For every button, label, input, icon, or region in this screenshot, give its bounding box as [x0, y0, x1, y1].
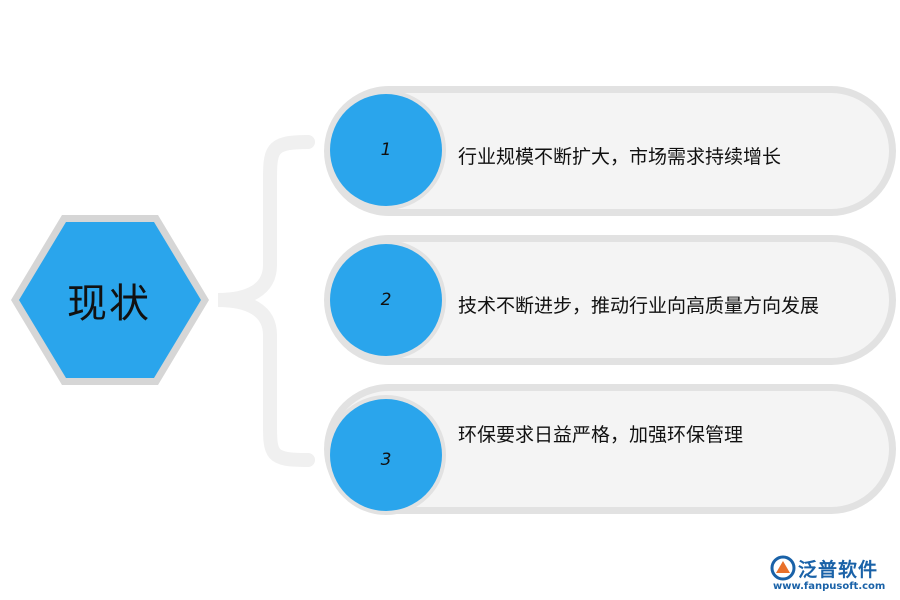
brand-logo: 泛普软件 www.fanpusoft.com	[770, 553, 895, 598]
brace-connector	[217, 135, 315, 467]
center-label: 现状	[67, 281, 151, 327]
status-hexagon-fill	[19, 222, 201, 378]
brand-logo-url: www.fanpusoft.com	[773, 581, 886, 592]
item-pill-1-inner	[331, 93, 889, 209]
item-pill-2-inner	[331, 242, 889, 358]
brand-logo-name: 泛普软件	[798, 559, 879, 581]
item-text-1: 行业规模不断扩大，市场需求持续增长	[458, 146, 782, 168]
item-circle-3-fill	[330, 399, 442, 511]
item-text-3: 环保要求日益严格，加强环保管理	[458, 424, 744, 446]
item-number-1: 1	[380, 140, 392, 160]
item-circle-2-fill	[330, 244, 442, 356]
item-text-2: 技术不断进步，推动行业向高质量方向发展	[458, 295, 820, 317]
item-pill-3-inner	[331, 391, 889, 507]
item-number-3: 3	[380, 450, 392, 470]
brand-logo-icon	[770, 555, 796, 581]
item-circle-1-fill	[330, 94, 442, 206]
item-number-2: 2	[380, 290, 392, 310]
